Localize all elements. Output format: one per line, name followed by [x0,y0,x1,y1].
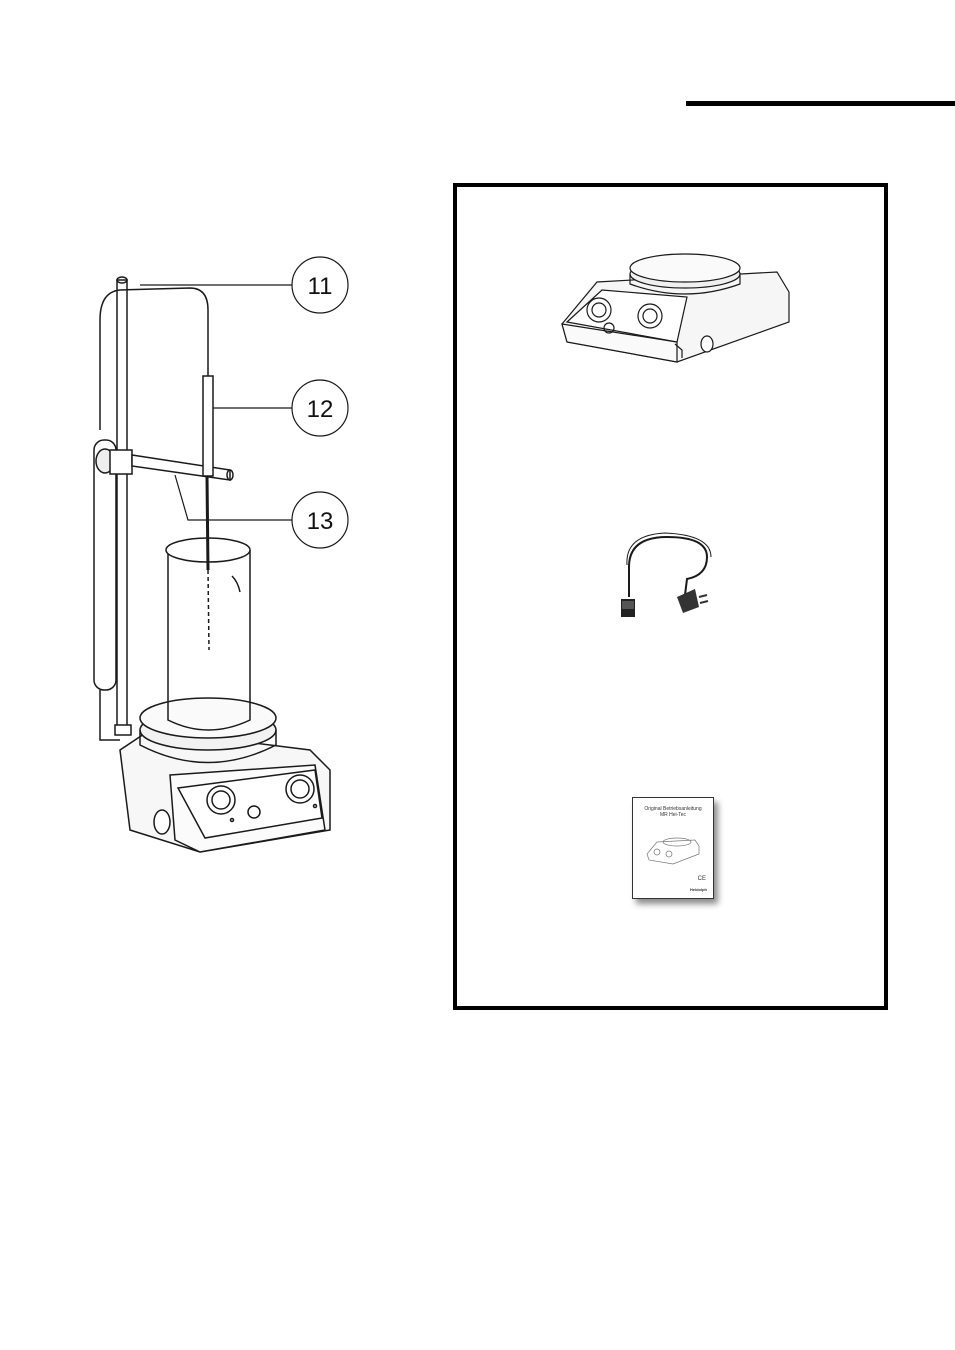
header-rule [686,101,955,106]
callout-11: 11 [292,257,348,313]
manual-brand-logo: Heidolph [690,887,707,892]
callout-11-label: 11 [308,273,333,300]
callout-13: 13 [292,492,348,548]
callout-12-label: 12 [307,396,334,423]
stirrer-assembly-drawing: 11 12 13 [60,240,400,870]
operating-manual-image: Original Betriebsanleitung MR Hei-Tec CE… [632,797,714,899]
manual-ce-mark: CE [698,876,706,882]
power-cord-image [607,527,737,627]
callout-13-label: 13 [307,508,334,535]
callout-13-leader [175,475,292,520]
callout-12: 12 [292,380,348,436]
hotplate-stirrer-image [557,242,797,372]
stirrer-assembly-illustration: 11 12 13 [60,240,400,870]
manual-title: Original Betriebsanleitung MR Hei-Tec [633,806,713,818]
manual-device-sketch [645,832,701,868]
scope-of-delivery-frame: Original Betriebsanleitung MR Hei-Tec CE… [453,183,888,1010]
manual-title-line2: MR Hei-Tec [633,812,713,818]
